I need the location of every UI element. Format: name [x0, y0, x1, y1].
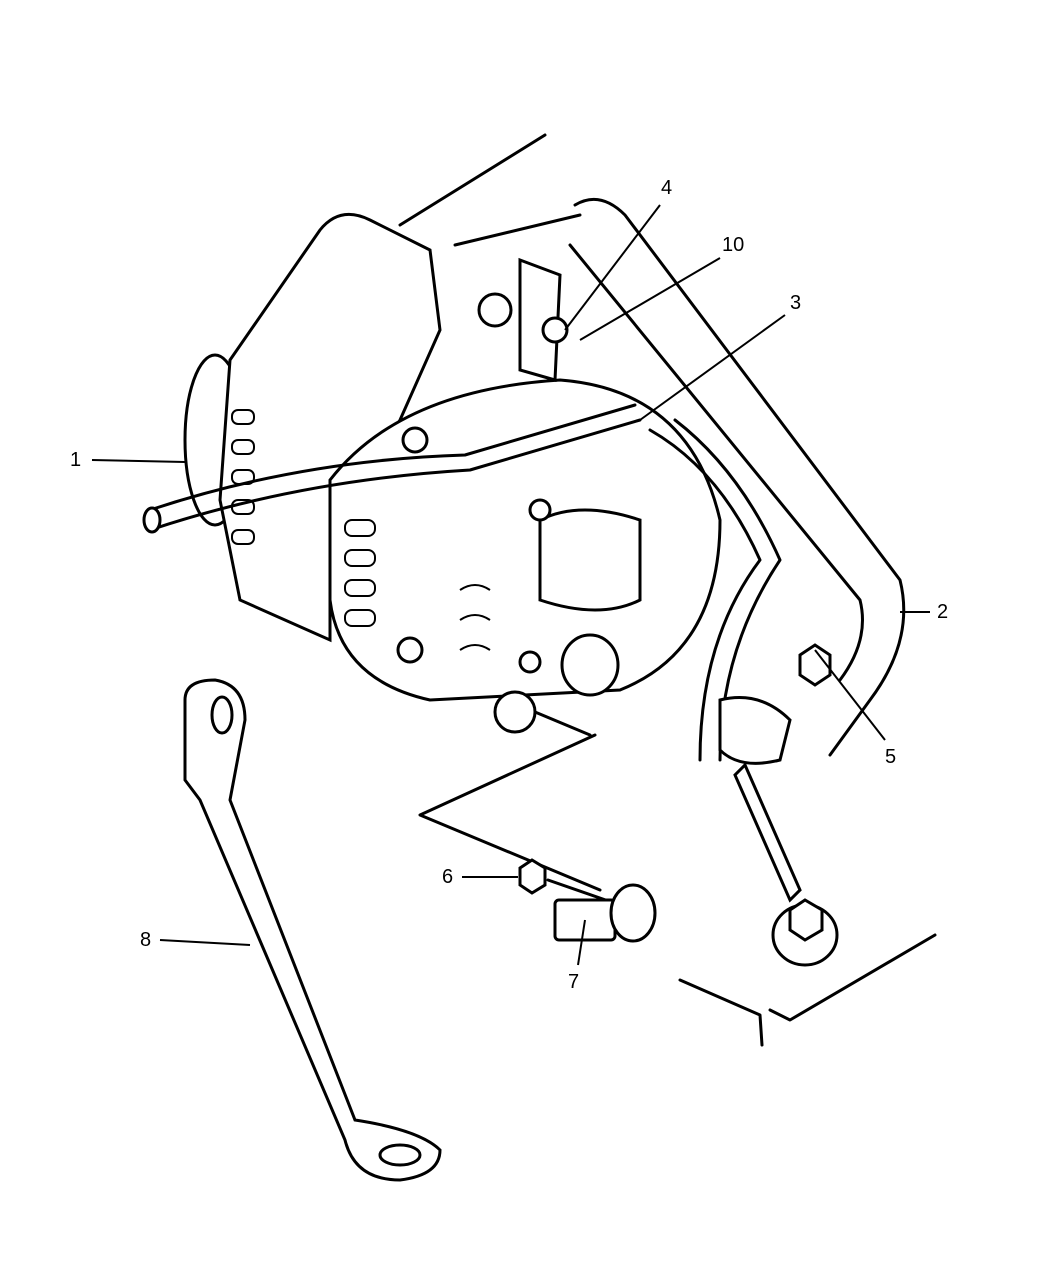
- alternator: [183, 212, 832, 737]
- battery-cable: [142, 403, 839, 967]
- callout-7: 7: [568, 971, 580, 993]
- callout-1: 1: [70, 449, 82, 471]
- drive-belt: [568, 197, 906, 757]
- callout-8: 8: [140, 929, 152, 951]
- wire-clip: [553, 883, 657, 943]
- engine-reference-lines: [398, 133, 937, 1047]
- callout-6: 6: [442, 866, 454, 888]
- callout-2: 2: [937, 601, 949, 623]
- leader-lines: [91, 204, 930, 966]
- support-bracket: [183, 678, 442, 1182]
- callout-3: 3: [790, 292, 802, 314]
- callout-5: 5: [885, 746, 897, 768]
- callout-4: 4: [661, 177, 673, 199]
- callout-10: 10: [722, 234, 745, 256]
- nut: [518, 858, 622, 907]
